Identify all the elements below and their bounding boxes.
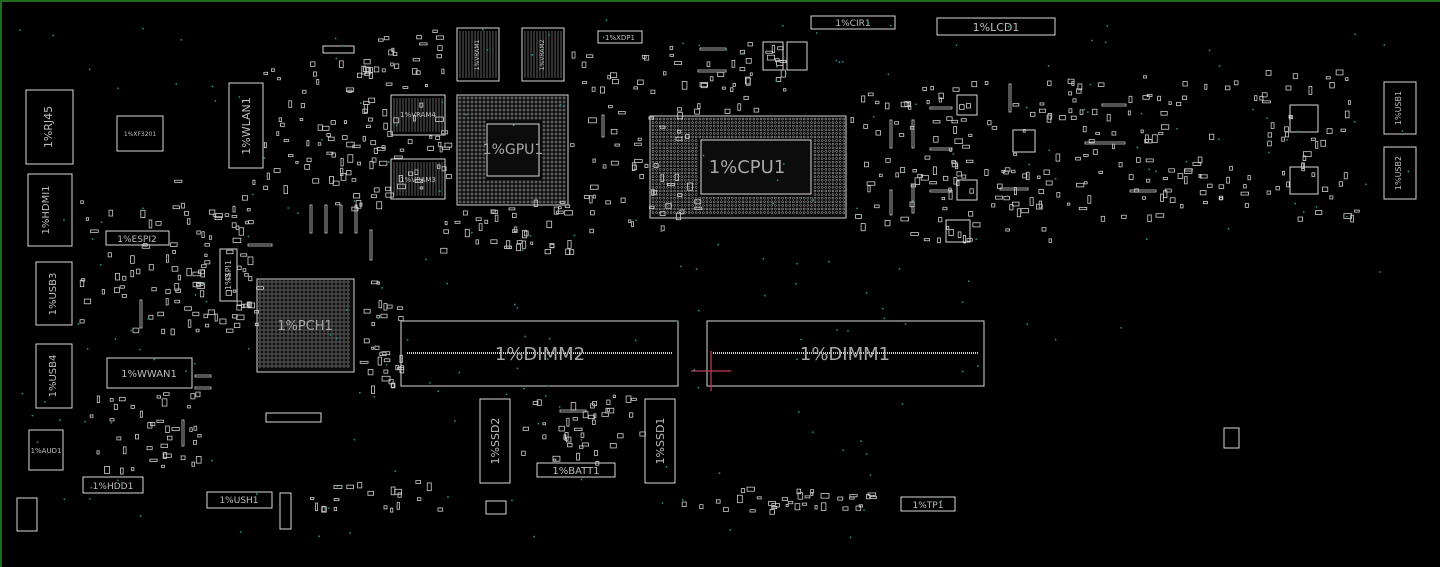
component-aud[interactable]: 1%AUD1 bbox=[28, 429, 64, 471]
component-espi[interactable]: 1%ESPI2 bbox=[105, 230, 170, 246]
component-hdmi[interactable]: 1%HDMI1 bbox=[27, 173, 73, 247]
component-vram3[interactable]: 1%VRAM3 bbox=[390, 158, 446, 200]
crosshair-cursor-icon bbox=[691, 351, 731, 391]
small-components bbox=[79, 29, 1360, 515]
component-wwan[interactable]: 1%WWAN1 bbox=[106, 357, 193, 389]
pch-ball-grid bbox=[258, 280, 350, 368]
gpu-ball-grid bbox=[458, 96, 566, 204]
usb1-label: 1%USB1 bbox=[1394, 91, 1403, 125]
component-usb2[interactable]: 1%USB2 bbox=[1383, 146, 1417, 200]
dimm2-label: 1%DIMM2 bbox=[495, 344, 585, 365]
via-dots bbox=[19, 19, 1410, 539]
component-rj45[interactable]: 1%RJ45 bbox=[25, 89, 74, 165]
component-dimm2[interactable]: 1%DIMM2 bbox=[400, 320, 679, 387]
component-vram1[interactable]: 1%VRAM1 bbox=[456, 27, 500, 82]
component-pch[interactable]: 1%PCH1 bbox=[256, 278, 355, 373]
ssd2-label: 1%SSD2 bbox=[489, 418, 502, 465]
vram1-label: 1%VRAM1 bbox=[474, 39, 481, 70]
ush-label: 1%USH1 bbox=[219, 496, 258, 506]
component-chip-mid-1[interactable] bbox=[956, 94, 978, 116]
component-pad-right[interactable] bbox=[1223, 427, 1240, 449]
component-usb1[interactable]: 1%USB1 bbox=[1383, 81, 1417, 135]
component-choke-2[interactable] bbox=[786, 41, 808, 71]
component-ssd2[interactable]: 1%SSD2 bbox=[479, 398, 511, 484]
component-vram2[interactable]: 1%VRAM2 bbox=[521, 27, 565, 82]
tp-label: 1%TP1 bbox=[913, 501, 944, 511]
vram4-label: 1%VRAM4 bbox=[400, 111, 436, 119]
component-hdd[interactable]: 1%HDD1 bbox=[82, 476, 144, 494]
component-spi[interactable]: 1%SPI1 bbox=[219, 248, 238, 302]
cpu-ball-grid bbox=[651, 117, 846, 214]
usb3-label: 1%USB3 bbox=[48, 273, 59, 316]
component-batt[interactable]: 1%BATT1 bbox=[536, 462, 616, 478]
component-tp[interactable]: 1%TP1 bbox=[900, 496, 956, 512]
dimm1-label: 1%DIMM1 bbox=[800, 344, 890, 365]
lcd-label: 1%LCD1 bbox=[973, 21, 1020, 34]
ssd1-label: 1%SSD1 bbox=[654, 418, 667, 465]
component-cir[interactable]: 1%CIR1 bbox=[810, 15, 896, 30]
spi-label: 1%SPI1 bbox=[224, 260, 233, 290]
wlan-label: 1%WLAN1 bbox=[240, 97, 253, 154]
component-chip-mid-3[interactable] bbox=[956, 179, 978, 201]
vram3-label: 1%VRAM3 bbox=[400, 176, 436, 184]
hdmi-label: 1%HDMI1 bbox=[41, 185, 52, 234]
component-conn-top-left[interactable] bbox=[322, 45, 355, 54]
component-cpu[interactable]: 1%CPU1 bbox=[649, 115, 847, 219]
component-wlan[interactable]: 1%WLAN1 bbox=[228, 82, 264, 169]
hdd-label: 1%HDD1 bbox=[93, 482, 134, 492]
component-chip-mid-4[interactable] bbox=[945, 219, 971, 243]
component-ssd1[interactable]: 1%SSD1 bbox=[644, 398, 676, 484]
component-gpu[interactable]: 1%GPU1 bbox=[456, 94, 569, 206]
component-ush-side[interactable] bbox=[279, 492, 292, 530]
component-xdp[interactable]: 1%XDP1 bbox=[597, 30, 643, 44]
cir-label: 1%CIR1 bbox=[835, 19, 870, 29]
aud-label: 1%AUD1 bbox=[31, 447, 62, 455]
component-small-conn-bottom-left[interactable] bbox=[16, 497, 38, 532]
espi-label: 1%ESPI2 bbox=[117, 235, 157, 245]
component-lcd[interactable]: 1%LCD1 bbox=[936, 17, 1056, 36]
rj45-label: 1%RJ45 bbox=[42, 106, 55, 148]
component-cap-strip bbox=[265, 412, 322, 423]
cpu-label: 1%CPU1 bbox=[709, 157, 786, 178]
component-xf[interactable]: 1%XF3201 bbox=[116, 115, 164, 152]
component-chip-mid-2[interactable] bbox=[1012, 129, 1036, 153]
batt-label: 1%BATT1 bbox=[552, 466, 599, 477]
component-chip-right-1[interactable] bbox=[1289, 104, 1319, 133]
xdp-label: 1%XDP1 bbox=[605, 34, 635, 42]
component-dimm1[interactable]: 1%DIMM1 bbox=[706, 320, 985, 387]
gpu-label: 1%GPU1 bbox=[483, 142, 544, 158]
component-choke-1[interactable] bbox=[762, 41, 784, 71]
usb4-label: 1%USB4 bbox=[48, 355, 59, 398]
component-vram4[interactable]: 1%VRAM4 bbox=[390, 94, 446, 136]
component-usb3[interactable]: 1%USB3 bbox=[35, 261, 73, 326]
component-ush[interactable]: 1%USH1 bbox=[206, 491, 273, 509]
usb2-label: 1%USB2 bbox=[1394, 156, 1403, 190]
component-usb4[interactable]: 1%USB4 bbox=[35, 343, 73, 409]
xf-label: 1%XF3201 bbox=[124, 131, 157, 138]
vram2-label: 1%VRAM2 bbox=[539, 39, 546, 70]
component-pad-bottom[interactable] bbox=[485, 500, 507, 515]
pch-label: 1%PCH1 bbox=[277, 319, 333, 334]
wwan-label: 1%WWAN1 bbox=[121, 369, 177, 380]
